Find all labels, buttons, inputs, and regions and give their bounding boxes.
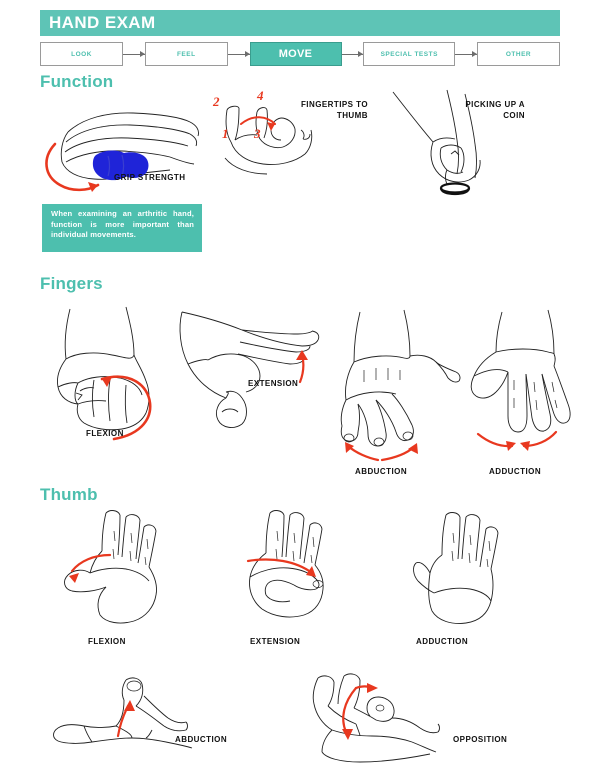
flow-step-feel[interactable]: FEEL — [144, 42, 228, 66]
figure-label-picking-up-coin: PICKING UP A COIN — [465, 100, 525, 120]
illustration-thumb-extension — [228, 505, 348, 625]
illustration-fingers-flexion — [42, 305, 172, 441]
figure-label-thumb-abduction: ABDUCTION — [175, 735, 228, 744]
exam-flow-breadcrumb: LOOK FEEL MOVE SPECIAL TESTS OTHER — [40, 42, 560, 66]
illustration-fingers-extension — [178, 302, 328, 432]
flow-step-special-tests[interactable]: SPECIAL TESTS — [363, 42, 456, 66]
fingertip-number-3: 3 — [254, 126, 261, 141]
flow-step-other[interactable]: OTHER — [477, 42, 560, 66]
flow-step-move[interactable]: MOVE — [249, 42, 342, 66]
callout-text: When examining an arthritic hand, functi… — [51, 209, 194, 240]
figure-label-fingers-abduction: ABDUCTION — [355, 467, 408, 476]
illustration-grip-strength — [38, 100, 208, 200]
flow-arrow-1 — [123, 51, 145, 57]
flow-step-move-label: MOVE — [278, 48, 313, 60]
section-heading-function: Function — [40, 72, 114, 91]
flow-arrow-3 — [341, 51, 364, 57]
callout-box-function: When examining an arthritic hand, functi… — [42, 204, 202, 252]
figure-label-fingertips-to-thumb: FINGERTIPS TO THUMB — [300, 100, 368, 120]
flow-arrow-2 — [227, 51, 250, 57]
illustration-thumb-adduction — [400, 505, 520, 625]
illustration-fingers-adduction — [456, 308, 581, 451]
fingertip-number-4: 4 — [257, 88, 264, 103]
illustration-fingertips-to-thumb — [205, 92, 315, 177]
flow-step-look[interactable]: LOOK — [40, 42, 123, 66]
illustration-thumb-opposition — [300, 668, 480, 763]
fingertip-number-1: 1 — [222, 126, 229, 141]
figure-label-fingers-adduction: ADDUCTION — [489, 467, 542, 476]
page-header: HAND EXAM — [40, 10, 560, 36]
illustration-thumb-abduction — [40, 668, 220, 763]
figure-label-thumb-flexion: FLEXION — [88, 637, 126, 646]
section-heading-thumb: Thumb — [40, 485, 98, 504]
flow-step-look-label: LOOK — [71, 50, 92, 58]
figure-label-fingers-flexion: FLEXION — [86, 429, 124, 438]
page-title: HAND EXAM — [49, 13, 156, 32]
flow-arrow-4 — [455, 51, 477, 57]
flow-step-feel-label: FEEL — [176, 50, 196, 58]
section-heading-fingers: Fingers — [40, 274, 103, 293]
illustration-picking-up-coin — [385, 88, 500, 198]
figure-label-fingers-extension: EXTENSION — [248, 379, 299, 388]
figure-label-thumb-extension: EXTENSION — [250, 637, 301, 646]
figure-label-thumb-opposition: OPPOSITION — [453, 735, 508, 744]
illustration-fingers-abduction — [334, 308, 464, 462]
figure-label-grip-strength: GRIP STRENGTH — [114, 173, 186, 182]
fingertip-number-2: 2 — [213, 94, 220, 109]
illustration-thumb-flexion — [48, 505, 178, 625]
flow-step-special-tests-label: SPECIAL TESTS — [380, 50, 438, 58]
flow-step-other-label: OTHER — [505, 50, 532, 58]
figure-label-thumb-adduction: ADDUCTION — [416, 637, 469, 646]
